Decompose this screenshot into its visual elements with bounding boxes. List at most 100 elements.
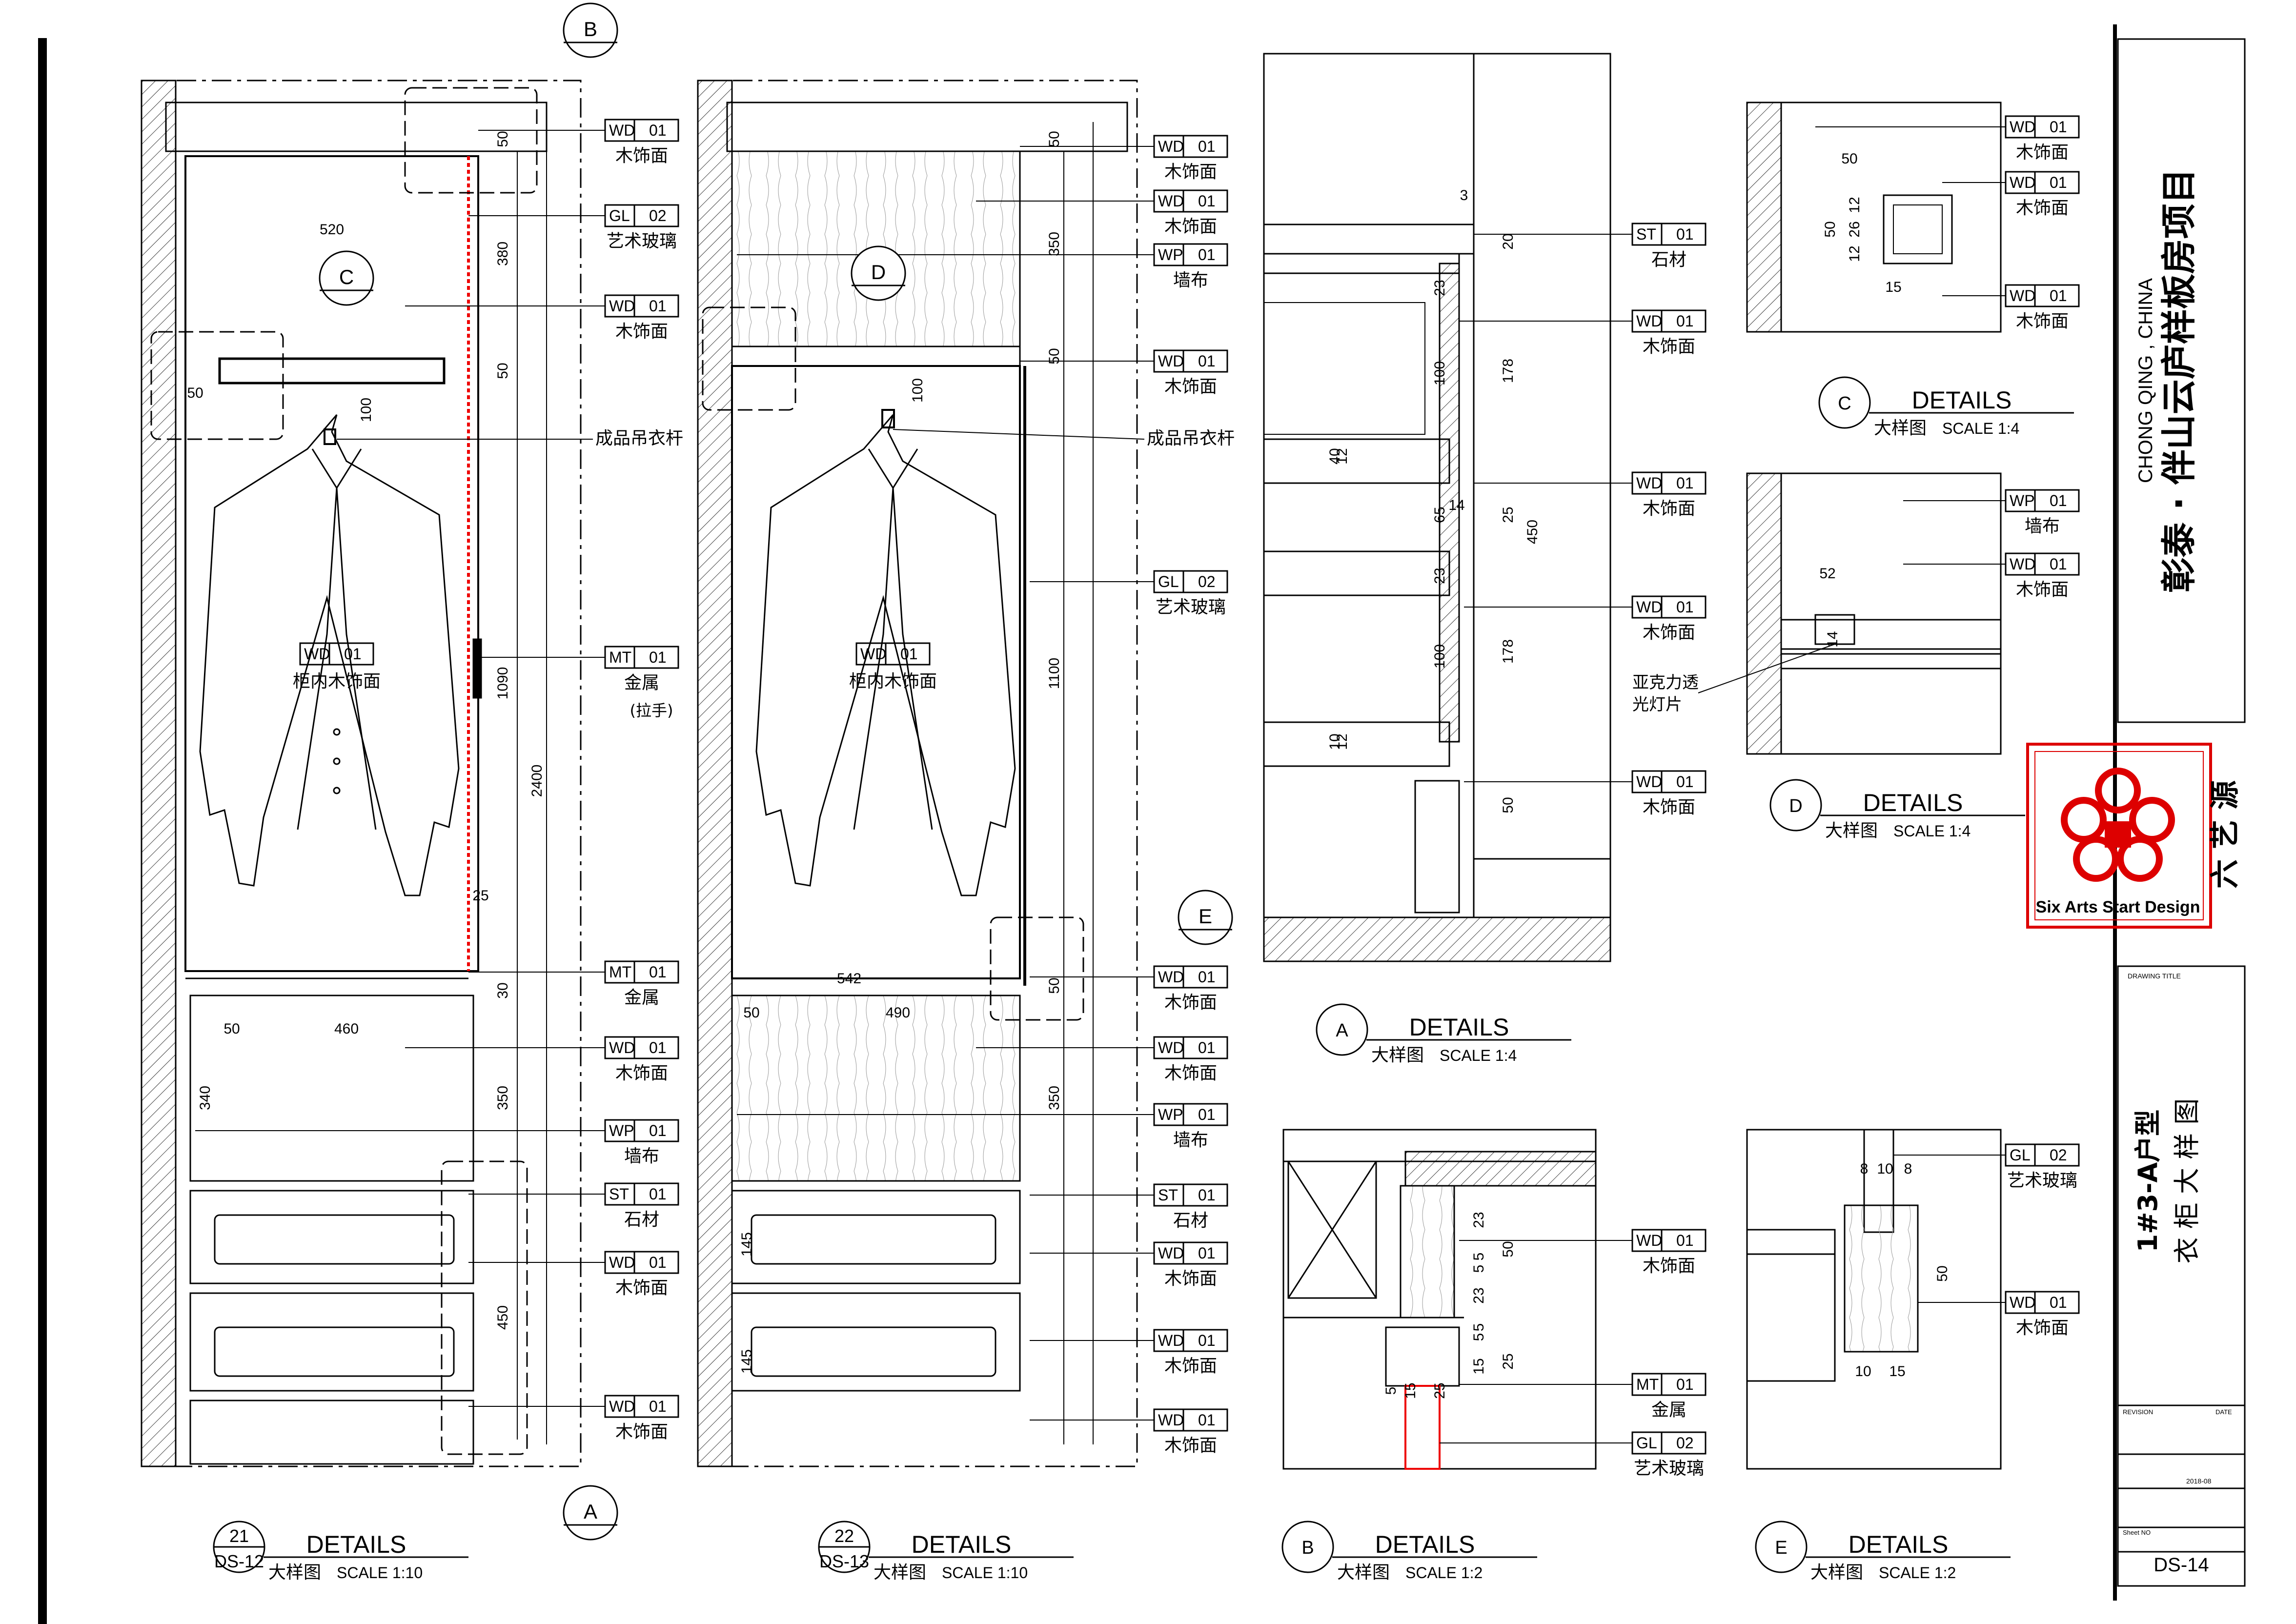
material-name: 木饰面 [1643,623,1695,643]
callout-letter: A [584,1500,597,1523]
material-name: 木饰面 [1643,1256,1695,1276]
detail-subtitle: 大样图 [1810,1563,1863,1583]
section-callout-D: D [851,245,906,301]
detail-scale: SCALE 1:10 [942,1564,1028,1582]
material-number: 01 [1198,1244,1216,1262]
material-code: GL [1158,573,1179,590]
detail-ref: DS-13 [819,1551,869,1571]
material-tag-wd01: WD 01 木饰面 [1459,1229,1707,1276]
dA-dim: 23 [1432,568,1448,584]
section-callout-A: A [563,1485,618,1541]
detail-title: DETAILS [1912,386,2012,414]
material-number: 01 [649,1254,667,1271]
detail-title: DETAILS [912,1531,1012,1558]
dB-dim: 25 [1500,1353,1516,1369]
detail-ref: DS-12 [214,1551,264,1571]
dA-dim: 14 [1448,497,1464,513]
material-name: 木饰面 [1643,499,1695,519]
d22-dim: 100 [910,378,926,403]
detail-subtitle: 大样图 [1825,821,1878,841]
dA-dim: 10 [1327,733,1343,750]
acrylic-label: 亚克力透 [1632,673,1699,692]
material-number: 01 [344,645,362,663]
material-code: MT [1636,1376,1659,1393]
material-code: WD [2010,555,2035,573]
detail-E-section [1746,1129,2002,1470]
material-tag-mt01: MT 01 金属 [468,960,679,1008]
d21-dim: 100 [358,398,374,422]
d22-dim: 145 [739,1232,755,1257]
section-callout-E: E [1178,890,1233,945]
dA-dim: 20 [1500,233,1516,249]
dA-dim: 12 [1334,448,1350,464]
material-name: 金属 [624,988,659,1008]
material-name: 木饰面 [1164,1063,1217,1083]
material-code: WD [1158,968,1184,986]
dA-dim: 50 [1500,797,1516,813]
material-name: 木饰面 [1164,162,1217,182]
material-number: 01 [1198,138,1216,155]
material-number: 01 [649,963,667,981]
dC-dim: 12 [1847,197,1863,213]
d21-dim: 350 [495,1086,511,1110]
material-name: 艺术玻璃 [1156,597,1226,617]
detail-id: B [1301,1538,1314,1558]
material-name: 木饰面 [1164,1356,1217,1376]
material-name: 石材 [624,1210,659,1230]
dE-dim: 10 [1855,1363,1871,1380]
material-code: WD [609,297,635,315]
detail-subtitle: 大样图 [1337,1563,1390,1583]
revision-label: REVISION [2123,1408,2153,1416]
material-number: 01 [1198,1186,1216,1204]
sheet-no-label: Sheet NO [2123,1529,2151,1536]
dA-dim: 3 [1460,187,1468,203]
detail-C-section [1746,102,2002,333]
acrylic-label: 光灯片 [1632,695,1682,714]
material-name: 木饰面 [615,146,668,166]
dB-dim: 23 [1471,1212,1487,1228]
detail-scale: SCALE 1:4 [1942,420,2019,437]
material-code: GL [609,207,630,224]
d22-dim: 350 [1046,1086,1062,1110]
material-code: WD [1158,138,1184,155]
material-code: WD [1158,352,1184,370]
material-name: 艺术玻璃 [607,231,677,251]
material-number: 01 [1676,598,1694,616]
detail-scale: SCALE 1:2 [1405,1564,1483,1582]
title-block [2117,38,2246,1587]
material-number: 01 [1676,1232,1694,1249]
dA-dim: 25 [1500,507,1516,523]
dB-dim: 5 [1471,1253,1487,1261]
material-number: 01 [1676,1376,1694,1393]
material-code: WD [609,1398,635,1415]
detail-subtitle: 大样图 [268,1563,321,1583]
material-name: 墙布 [624,1146,659,1166]
detail-title: DETAILS [1849,1531,1949,1558]
detail-D-section [1746,472,2002,755]
material-code: WD [2010,118,2035,136]
material-code: MT [609,963,631,981]
dB-dim: 5 [1471,1323,1487,1332]
material-number: 01 [649,649,667,666]
material-name: 墙布 [1173,270,1208,290]
material-code: WD [1636,1232,1662,1249]
dA-dim: 40 [1327,448,1343,464]
logo: Six Arts Start Design [2026,743,2212,929]
dA-dim: 23 [1432,280,1448,296]
material-name: 木饰面 [1643,797,1695,817]
material-code: WD [1636,474,1662,492]
material-number: 01 [649,122,667,139]
material-name: 金属 [624,673,659,693]
material-number: 01 [1198,1106,1216,1123]
